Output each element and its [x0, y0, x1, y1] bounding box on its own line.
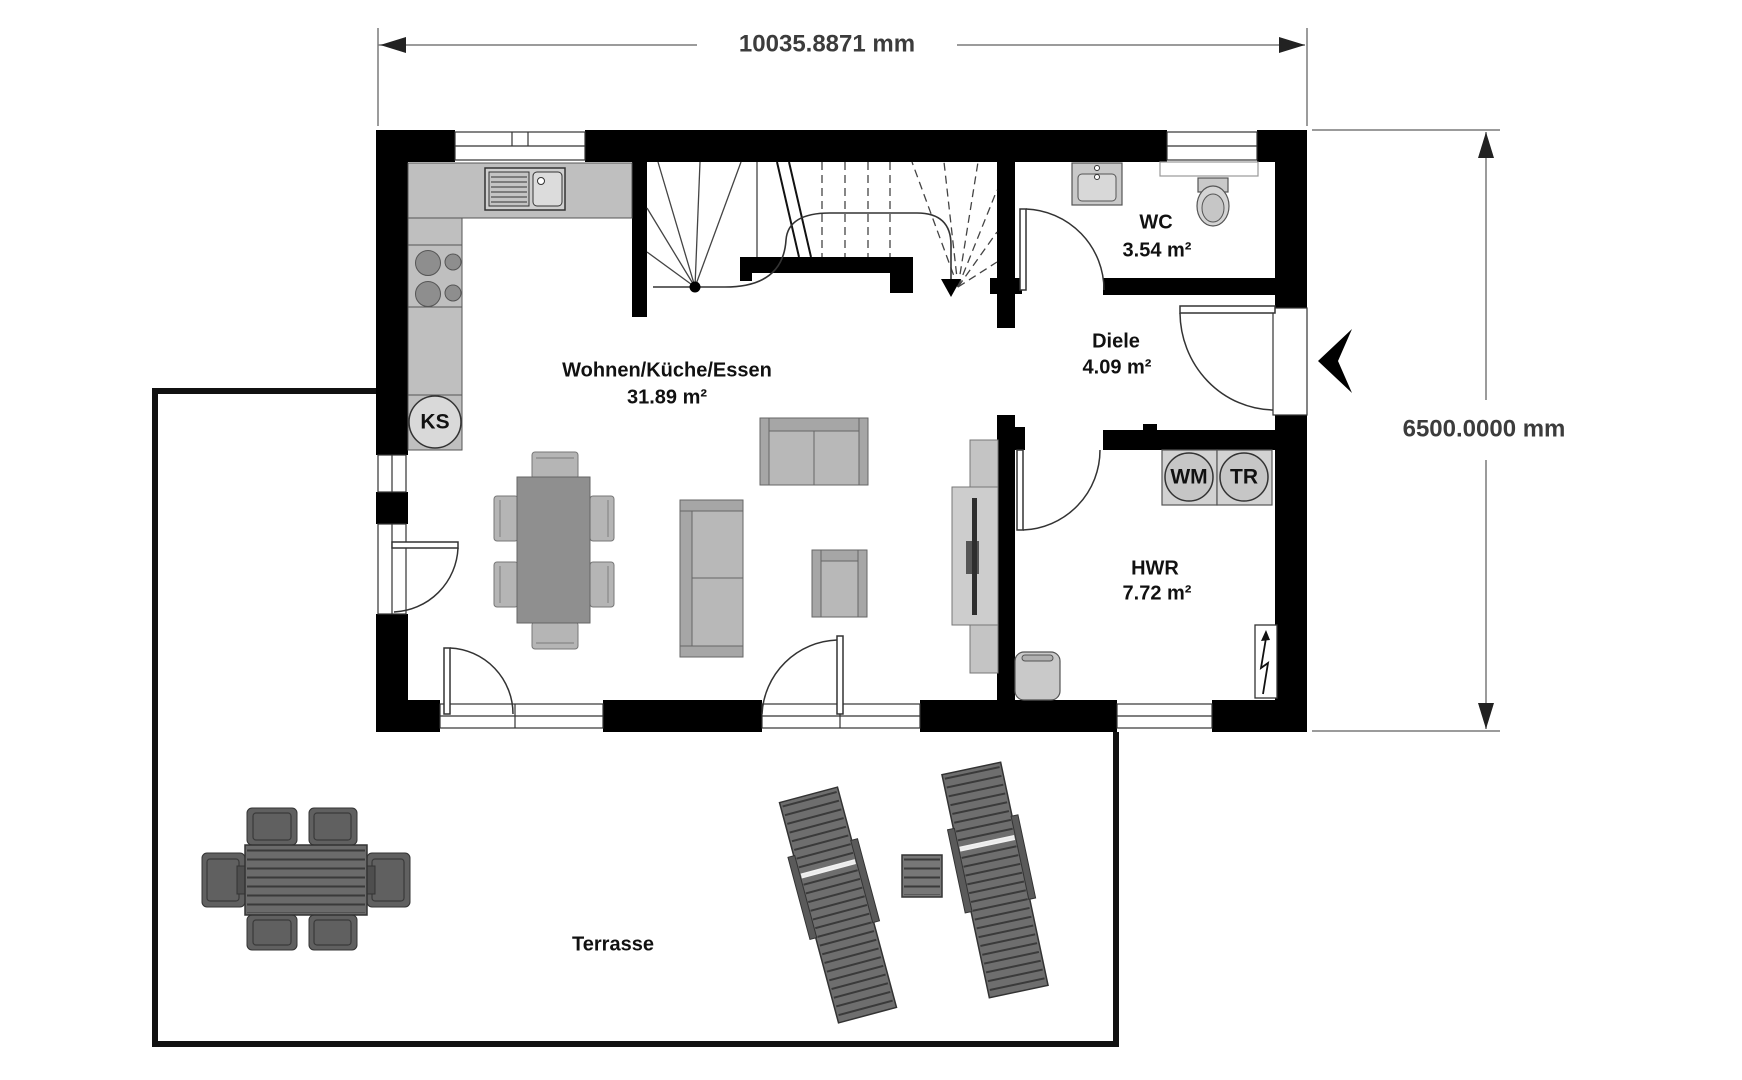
fridge: KS: [407, 394, 463, 451]
wc-window: [1166, 131, 1258, 161]
doors[interactable]: [391, 208, 1276, 715]
dim-arrow-up-icon: [1478, 132, 1494, 158]
toilet: [1196, 177, 1230, 227]
hwr-window: [1116, 703, 1213, 729]
entrance-arrow-icon: [1318, 329, 1352, 393]
washing-machine: WM: [1161, 449, 1218, 506]
bottom-glazing-left: [439, 703, 604, 729]
washer-label: WM: [1170, 466, 1207, 489]
wc-door: [1019, 208, 1105, 291]
fridge-label: KS: [420, 411, 449, 434]
armchair: [811, 549, 868, 618]
dim-arrow-left-icon: [380, 37, 406, 53]
tv-screen: [972, 498, 977, 615]
sofa-small: [679, 499, 744, 658]
staircase[interactable]: [646, 161, 998, 297]
sofa-large: [759, 417, 869, 486]
label-area-wc: 3.54 m²: [1123, 239, 1192, 261]
side-table: [901, 854, 943, 898]
living-furniture[interactable]: [493, 417, 999, 674]
stairs-walk-line: [653, 212, 961, 297]
windows[interactable]: [377, 131, 1308, 729]
label-area-hwr: 7.72 m²: [1123, 582, 1192, 604]
walk-arrow-icon: [941, 279, 961, 297]
label-room-hwr: HWR: [1131, 557, 1179, 579]
tv-board: [951, 439, 999, 674]
kitchen-fixtures[interactable]: KS: [407, 162, 633, 451]
cooktop: [407, 244, 463, 308]
label-room-diele: Diele: [1092, 330, 1140, 352]
sun-lounger-1: [772, 784, 904, 1026]
exterior-walls[interactable]: [376, 130, 1307, 732]
kitchen-sink: [484, 167, 566, 211]
wc-sink: [1071, 162, 1123, 206]
room-labels: Wohnen/Küche/Essen 31.89 m² WC 3.54 m² D…: [562, 211, 1192, 955]
left-wall-glazing: [377, 454, 407, 615]
label-room-living: Wohnen/Küche/Essen: [562, 359, 772, 381]
kitchen-window: [454, 131, 586, 161]
dimension-width-label: 10035.8871 mm: [739, 30, 915, 57]
hwr-door: [1016, 449, 1101, 531]
dining-table-set: [493, 451, 615, 650]
stairs-upper-treads: [821, 161, 998, 288]
dimension-top: [377, 28, 1308, 126]
label-room-wc: WC: [1139, 211, 1172, 233]
label-terrace: Terrasse: [572, 933, 654, 955]
dryer: TR: [1216, 449, 1273, 506]
outdoor-dining-set: [201, 807, 411, 951]
boiler: [1014, 651, 1061, 701]
dim-arrow-right-icon: [1279, 37, 1305, 53]
dryer-label: TR: [1230, 466, 1258, 489]
faucet-icon: [537, 177, 545, 185]
dining-table: [516, 476, 591, 624]
terrace-door-right: [761, 635, 844, 715]
stairs-cut-line: [776, 161, 812, 258]
left-wall-door: [391, 541, 459, 613]
wc-fixtures[interactable]: [1071, 162, 1230, 227]
dimension-right: [1312, 129, 1500, 732]
entrance-door: [1179, 305, 1276, 411]
lightning-icon: [1261, 630, 1270, 641]
terrace-door-left: [443, 647, 514, 715]
dim-arrow-down-icon: [1478, 703, 1494, 729]
label-area-diele: 4.09 m²: [1083, 356, 1152, 378]
terrace-furniture[interactable]: [201, 760, 1055, 1026]
entrance-opening: [1272, 307, 1308, 416]
wc-windowsill: [1159, 161, 1259, 177]
hwr-fixtures[interactable]: WM TR: [1014, 449, 1278, 701]
dimension-height-label: 6500.0000 mm: [1403, 415, 1566, 442]
label-area-living: 31.89 m²: [627, 386, 707, 408]
electrical-panel: [1254, 624, 1278, 699]
interior-walls[interactable]: [632, 162, 1275, 700]
terrace-boundary[interactable]: [152, 388, 1119, 1047]
sun-lounger-2: [935, 760, 1055, 1000]
